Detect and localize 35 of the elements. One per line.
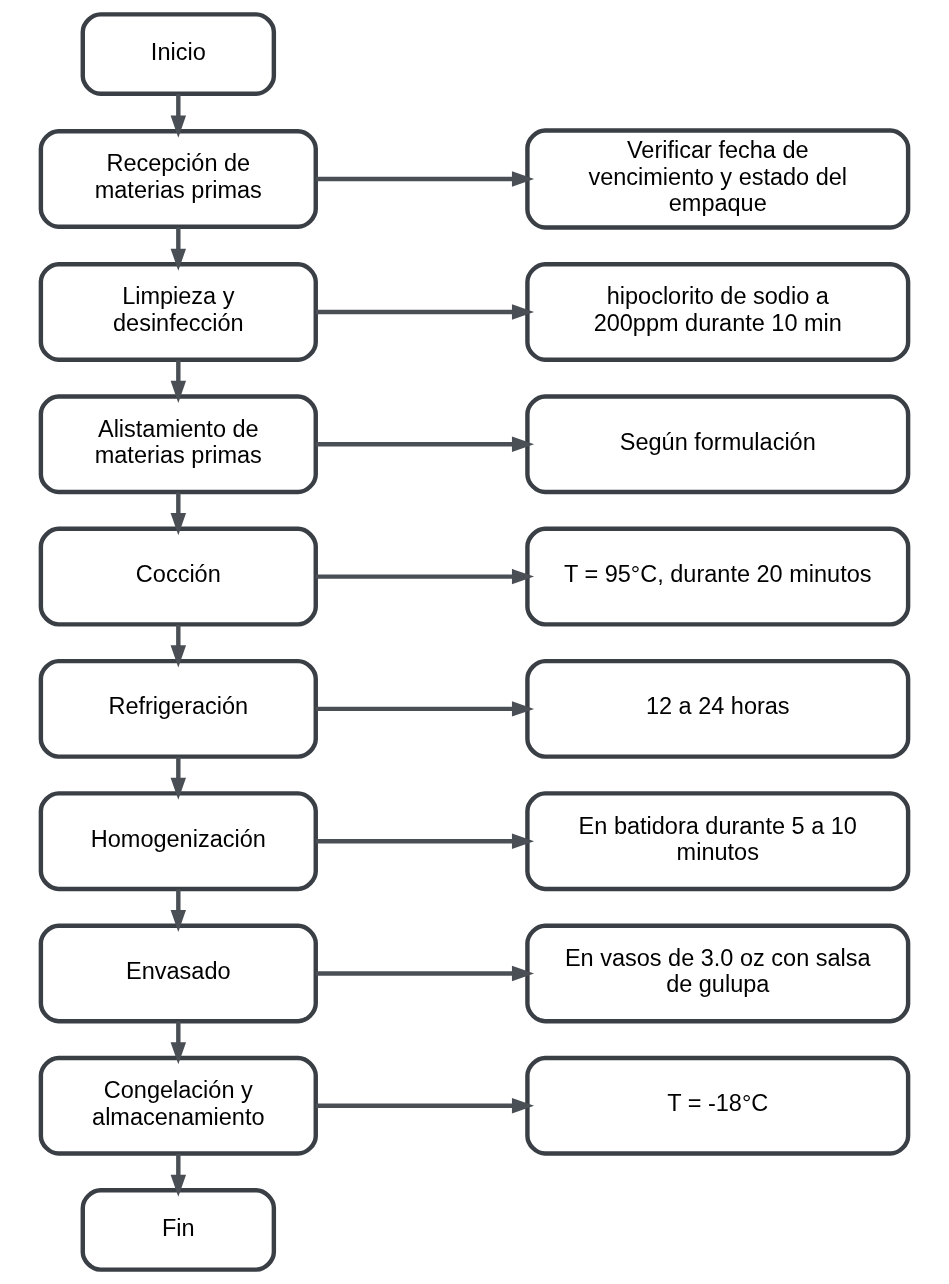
arrow (315, 171, 535, 187)
arrow (170, 757, 187, 800)
node-box: Cocción (38, 526, 318, 627)
node-box: Fin (80, 1188, 277, 1272)
arrow (170, 360, 187, 403)
node-box: Verificar fecha de vencimiento y estado del empaque (525, 128, 911, 230)
arrow (170, 1153, 187, 1197)
arrow (315, 436, 535, 453)
node-box: En vasos de 3.0 oz con salsa de gulupa (525, 923, 911, 1024)
arrow (170, 624, 187, 668)
node-box: Homogenización (38, 791, 318, 892)
node-box: Inicio (80, 12, 277, 96)
arrow (170, 889, 187, 933)
arrow (315, 701, 535, 717)
arrow (315, 1098, 535, 1114)
node-box: Congelación y almacenamiento (38, 1055, 318, 1156)
arrow (315, 304, 535, 320)
arrow (170, 94, 187, 138)
node-box: En batidora durante 5 a 10 minutos (525, 791, 911, 892)
node-box: Refrigeración (38, 658, 318, 759)
arrow (315, 568, 535, 585)
arrow (315, 965, 535, 982)
node-box: Limpieza y desinfección (38, 262, 318, 362)
node-box: T = 95°C, durante 20 minutos (525, 526, 911, 627)
arrow (315, 833, 535, 849)
node-box: T = -18°C (525, 1055, 911, 1156)
node-box: hipoclorito de sodio a 200ppm durante 10 min (525, 262, 911, 362)
node-box: Envasado (38, 923, 318, 1024)
arrow (170, 492, 187, 536)
arrow (170, 227, 187, 271)
node-box: Según formulación (525, 394, 911, 495)
node-box: 12 a 24 horas (525, 658, 911, 759)
node-box: Alistamiento de materias primas (38, 394, 318, 495)
node-box: Recepción de materias primas (38, 129, 318, 229)
arrow (170, 1021, 187, 1065)
